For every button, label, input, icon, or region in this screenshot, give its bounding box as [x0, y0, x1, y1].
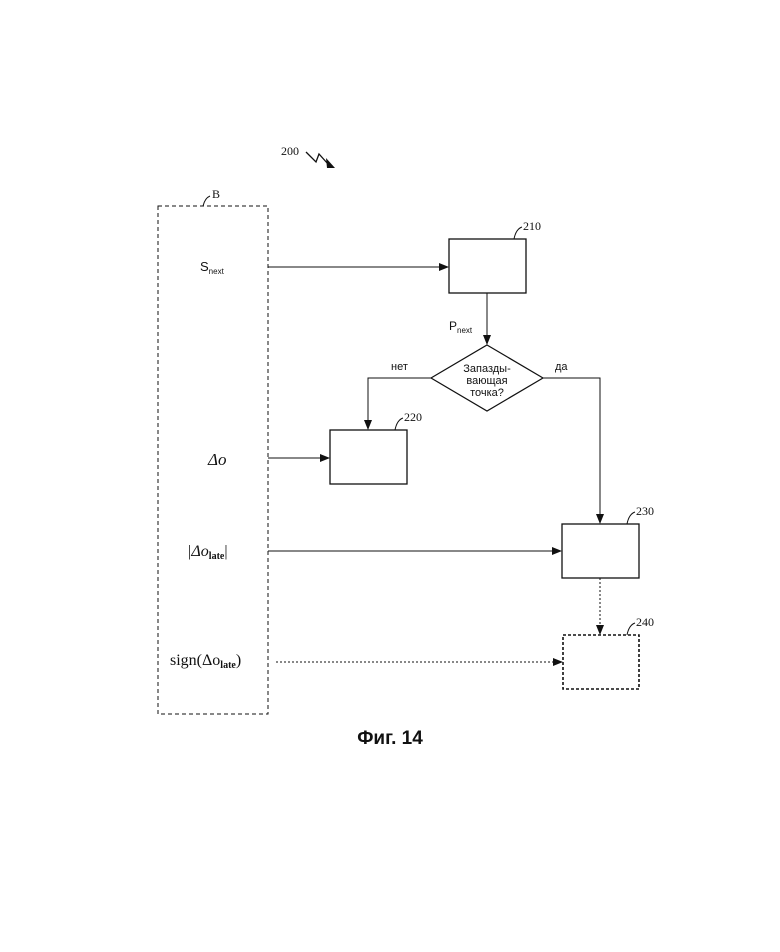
input-abs-delta-o-late: |Δolate|	[187, 543, 228, 562]
input-s-next-base: S	[200, 259, 209, 274]
squiggle-arrowhead-icon	[326, 158, 335, 168]
decision-diamond	[429, 344, 545, 412]
input-delta-o: Δo	[207, 450, 226, 469]
p-next-sub: next	[457, 326, 473, 335]
input-block-b-leader	[202, 195, 211, 207]
input-sign-prefix: sign(Δo	[170, 652, 220, 669]
block-210-label: 210	[523, 219, 541, 233]
arrow-decision-yes-to-230	[543, 377, 604, 524]
figure-ref-200: 200	[281, 144, 299, 158]
block-220-leader	[394, 417, 404, 431]
decision-no-label: нет	[391, 361, 408, 373]
block-220-label: 220	[404, 410, 422, 424]
input-abs-sub: late	[209, 551, 225, 562]
input-s-next: Snext	[200, 259, 225, 276]
block-210	[448, 238, 527, 294]
input-sign-sub: late	[220, 660, 236, 671]
figure-caption: Фиг. 14	[357, 728, 423, 749]
input-abs-suffix: |	[224, 543, 227, 560]
decision-line-2: вающая	[466, 375, 507, 387]
p-next-base: P	[449, 319, 457, 333]
block-210-leader	[513, 226, 523, 240]
input-sign-delta-o-late: sign(Δolate)	[170, 652, 241, 671]
p-next-label: Pnext	[449, 319, 473, 335]
decision-line-1: Запазды-	[463, 363, 511, 375]
block-230-leader	[626, 511, 636, 525]
block-240-label: 240	[636, 615, 654, 629]
squiggle-arrow-icon	[305, 151, 329, 165]
input-s-next-sub: next	[209, 267, 225, 276]
block-230	[561, 523, 640, 579]
block-240	[562, 634, 640, 690]
input-sign-suffix: )	[236, 652, 241, 669]
input-block-b	[157, 205, 269, 715]
arrow-decision-no-to-220	[364, 377, 431, 430]
block-230-label: 230	[636, 504, 654, 518]
block-240-leader	[626, 622, 636, 636]
decision-line-3: точка?	[470, 387, 504, 399]
input-abs-prefix: |Δo	[187, 543, 209, 560]
decision-yes-label: да	[555, 361, 568, 373]
block-220	[329, 429, 408, 485]
input-block-b-label: B	[212, 187, 220, 201]
